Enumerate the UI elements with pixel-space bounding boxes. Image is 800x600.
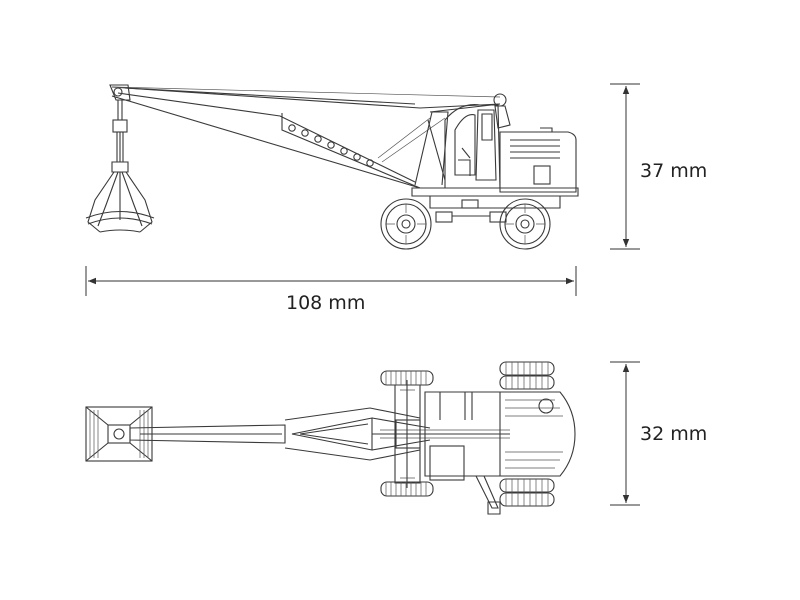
superstructure-top	[395, 391, 576, 481]
width-label: 32 mm	[640, 423, 707, 445]
height-label: 37 mm	[640, 160, 707, 182]
wheels-top	[380, 361, 555, 507]
boom-top	[129, 407, 510, 461]
rear-wheel-side	[499, 198, 551, 250]
boom-holes	[288, 124, 374, 167]
boom-head	[109, 84, 131, 162]
height-dimension: 37 mm	[610, 83, 707, 250]
carrier-chassis	[411, 187, 579, 223]
drawbar-top	[475, 475, 501, 515]
grab-bucket-side	[85, 161, 155, 233]
length-dimension: 108 mm	[85, 266, 577, 314]
operator-cab	[444, 93, 511, 189]
engine-house	[499, 127, 577, 193]
length-label: 108 mm	[286, 292, 365, 314]
boom-side	[111, 86, 501, 189]
width-dimension: 32 mm	[610, 361, 707, 506]
side-view-crane	[85, 84, 579, 250]
a-frame	[414, 103, 501, 186]
front-wheel-side	[380, 198, 432, 250]
top-view-crane	[85, 361, 576, 515]
